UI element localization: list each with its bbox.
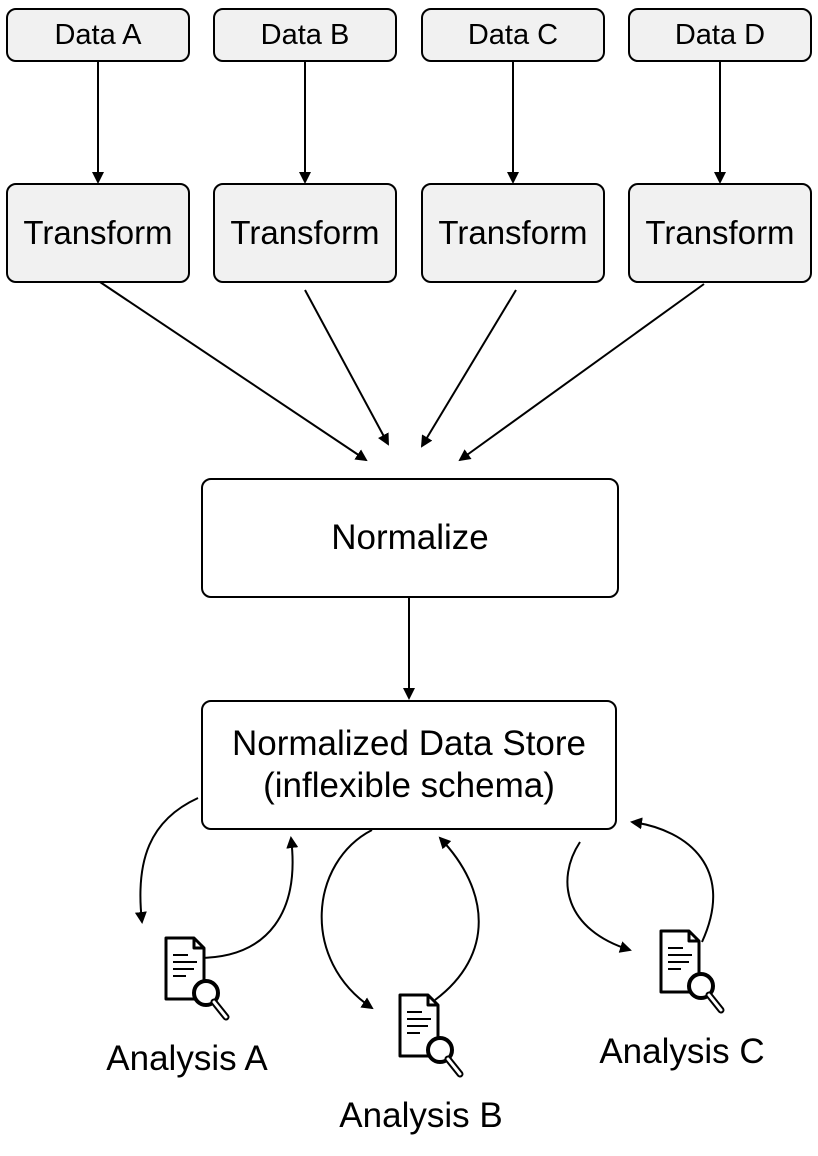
arrow-transform-3-to-normalize: [420, 289, 517, 448]
arrow-transform-1-to-normalize: [99, 281, 368, 462]
transform-box-3: Transform: [421, 183, 605, 283]
store-title: Normalized Data Store: [231, 724, 587, 763]
data-source-d-label: Data D: [674, 18, 766, 51]
analysis-a-label: Analysis A: [106, 1039, 268, 1078]
transform-box-4: Transform: [628, 183, 812, 283]
data-source-c: Data C: [421, 8, 605, 62]
normalize-label: Normalize: [331, 518, 489, 557]
analysis-a: Analysis A: [106, 935, 268, 1079]
document-search-icon: [164, 936, 230, 1021]
transform-box-1-label: Transform: [23, 214, 173, 252]
normalize-box: Normalize: [201, 478, 619, 598]
arrow-analysis-c-to-store: [630, 817, 714, 943]
transform-box-4-label: Transform: [645, 214, 795, 252]
data-source-d: Data D: [628, 8, 812, 62]
arrow-transform-2-to-normalize: [304, 289, 389, 446]
transform-box-1: Transform: [6, 183, 190, 283]
store-subtitle: (inflexible schema): [263, 766, 555, 805]
arrow-store-to-analysis-a: [134, 797, 199, 924]
transform-box-2-label: Transform: [230, 214, 380, 252]
normalized-data-store-box: Normalized Data Store (inflexible schema…: [201, 700, 617, 830]
data-source-a: Data A: [6, 8, 190, 62]
arrow-analysis-a-to-store: [197, 836, 299, 959]
data-source-a-label: Data A: [54, 18, 142, 51]
analysis-b-label: Analysis B: [339, 1096, 503, 1135]
analysis-b: Analysis B: [339, 992, 503, 1136]
data-source-b: Data B: [213, 8, 397, 62]
document-search-icon: [659, 929, 725, 1014]
arrow-transform-4-to-normalize: [458, 283, 705, 462]
arrow-store-to-analysis-c: [566, 841, 632, 953]
data-source-b-label: Data B: [260, 18, 350, 51]
transform-box-3-label: Transform: [438, 214, 588, 252]
transform-box-2: Transform: [213, 183, 397, 283]
arrow-store-to-analysis-b: [320, 829, 374, 1010]
data-source-c-label: Data C: [467, 18, 559, 51]
analysis-c: Analysis C: [599, 928, 765, 1072]
document-search-icon: [398, 993, 464, 1078]
analysis-c-label: Analysis C: [599, 1032, 765, 1071]
arrow-analysis-b-to-store: [434, 836, 480, 1001]
